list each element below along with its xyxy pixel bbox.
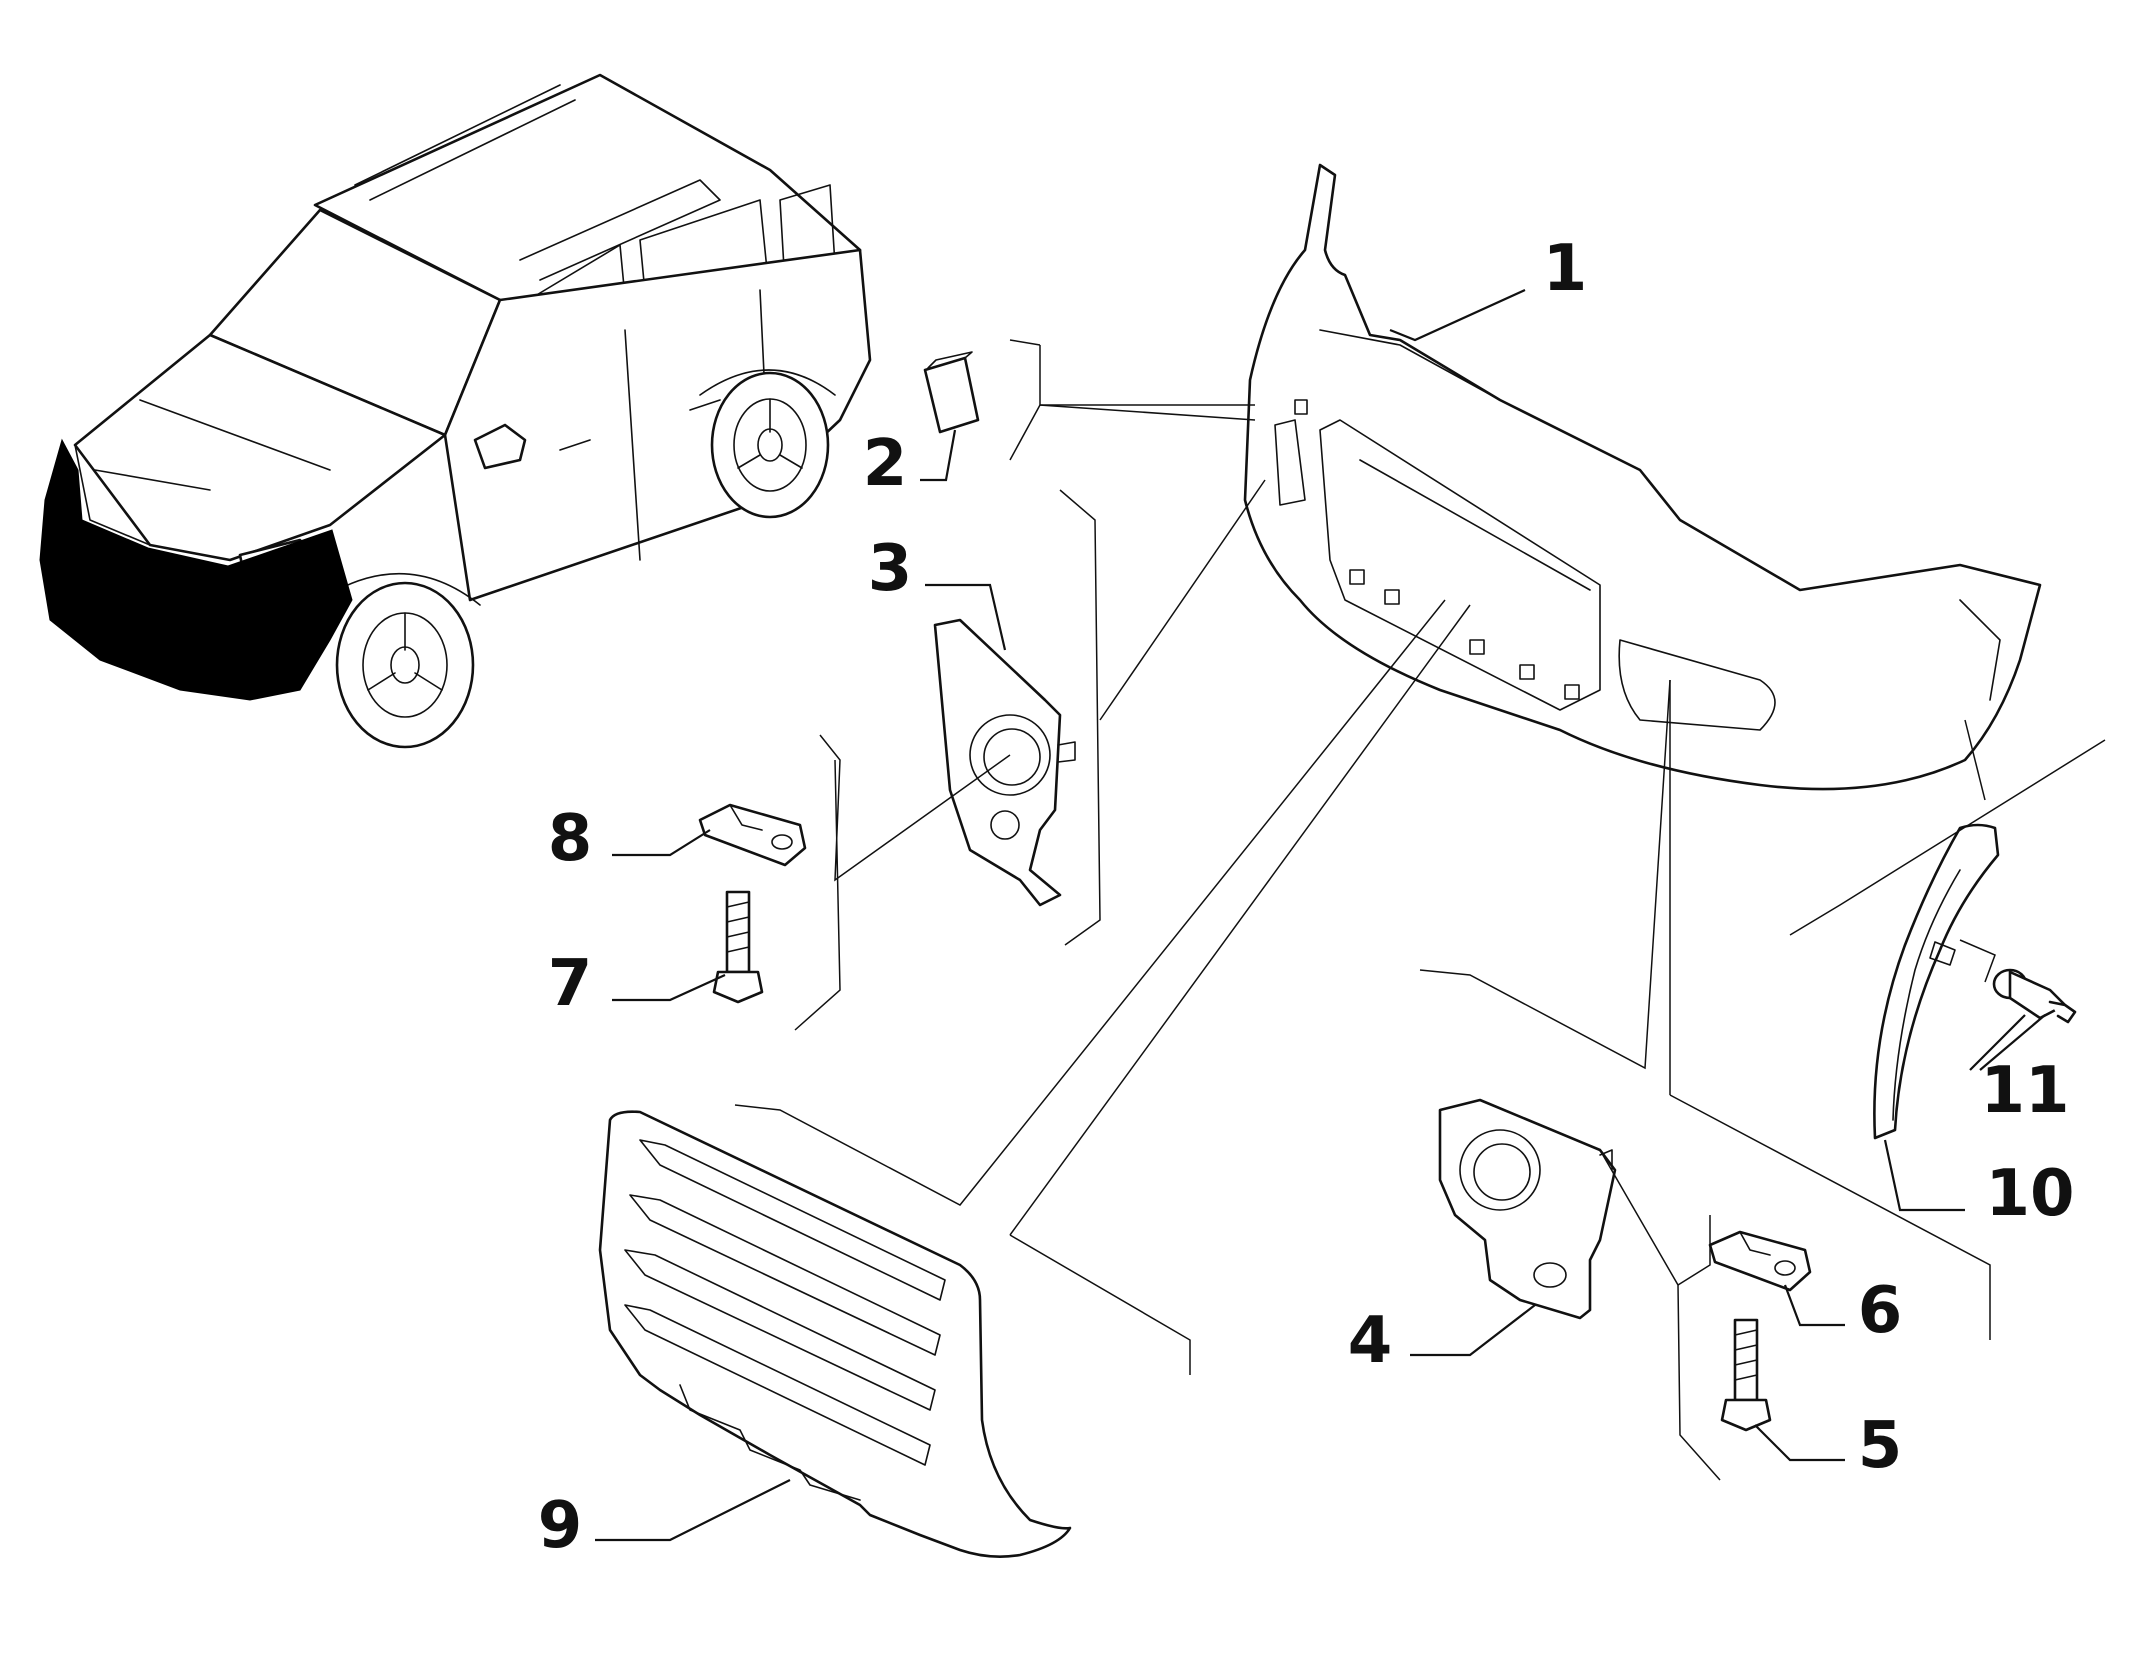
callout-2: 2 [863, 427, 908, 501]
part-9-front-grille [598, 1110, 1072, 1558]
part-2-towing-eye-cap [923, 351, 980, 434]
callout-9: 9 [538, 1489, 583, 1563]
vehicle-overview [39, 73, 872, 749]
callout-10: 10 [1985, 1157, 2074, 1231]
callout-11: 11 [1980, 1054, 2069, 1128]
callout-8: 8 [548, 802, 593, 876]
part-6-clip-nut-right [1708, 1230, 1812, 1292]
leader-11-tail [1969, 1014, 2026, 1071]
callout-1: 1 [1543, 232, 1588, 306]
callout-3: 3 [868, 532, 913, 606]
highlighted-front-bumper [39, 438, 353, 701]
part-8-clip-nut-left [698, 803, 807, 867]
callout-4: 4 [1348, 1304, 1393, 1378]
callout-6: 6 [1858, 1274, 1903, 1348]
callout-7: 7 [548, 947, 593, 1021]
leader-lines [595, 288, 2046, 1542]
callout-5: 5 [1858, 1409, 1903, 1483]
callout-labels: 1 2 3 4 5 6 7 8 9 10 11 [538, 232, 2075, 1563]
part-10-side-moulding [1873, 823, 2000, 1140]
projection-lines [734, 339, 2106, 1481]
part-3-fog-lamp-bracket-left [933, 618, 1076, 907]
part-4-fog-lamp-bracket-right [1438, 1098, 1617, 1320]
part-7-bolt-left [712, 890, 764, 1004]
part-1-front-bumper [1243, 163, 2042, 791]
part-11-push-clip [1992, 968, 2077, 1024]
part-5-bolt-right [1720, 1318, 1772, 1432]
